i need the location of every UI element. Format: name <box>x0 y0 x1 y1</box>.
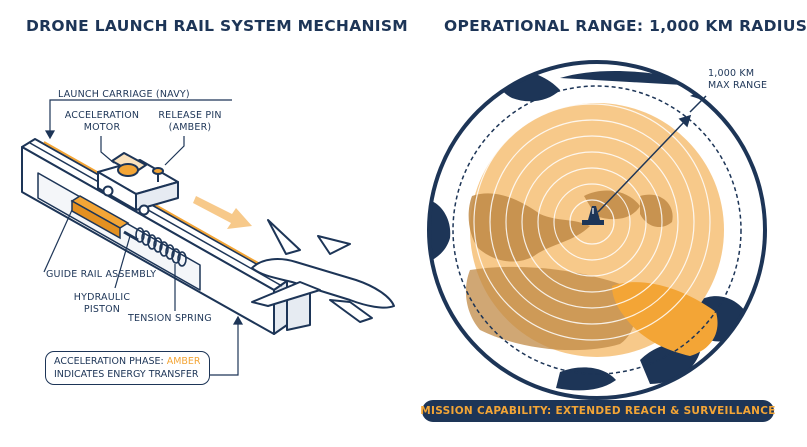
range-label-line1: 1,000 KM <box>708 68 755 79</box>
launch-carriage <box>97 152 179 216</box>
mission-capability-banner: MISSION CAPABILITY: EXTENDED REACH & SUR… <box>420 400 775 422</box>
leader-lines <box>43 99 244 376</box>
callout-highlight: AMBER <box>166 356 201 367</box>
tension-spring <box>135 227 187 267</box>
label-guide-rail: GUIDE RAIL ASSEMBLY <box>46 269 157 280</box>
label-hydraulic-piston: HYDRAULIC PISTON <box>62 292 142 316</box>
label-acceleration-motor-line2: MOTOR <box>83 122 121 133</box>
acceleration-motor <box>111 152 147 177</box>
globe-outline <box>427 60 767 400</box>
right-panel-title: OPERATIONAL RANGE: 1,000 KM RADIUS <box>444 17 807 35</box>
launch-site-icon <box>582 206 604 225</box>
acceleration-phase-callout: ACCELERATION PHASE: AMBER INDICATES ENER… <box>45 351 210 385</box>
label-tension-spring: TENSION SPRING <box>128 313 212 324</box>
hydraulic-piston <box>70 195 139 242</box>
range-rings <box>473 103 711 341</box>
label-launch-carriage: LAUNCH CARRIAGE (NAVY) <box>58 89 190 100</box>
left-panel-title: DRONE LAUNCH RAIL SYSTEM MECHANISM <box>26 17 409 35</box>
drone-icon <box>251 219 395 323</box>
label-acceleration-motor: ACCELERATION MOTOR <box>62 110 142 134</box>
max-range-boundary <box>452 85 742 375</box>
land-in-range <box>465 190 718 356</box>
label-release-pin-line2: (AMBER) <box>168 122 212 133</box>
callout-prefix: ACCELERATION PHASE: <box>54 356 167 367</box>
label-hydraulic-line1: HYDRAULIC <box>73 292 131 303</box>
label-hydraulic-line2: PISTON <box>83 304 121 315</box>
callout-line2: INDICATES ENERGY TRANSFER <box>54 369 199 380</box>
range-label-line2: MAX RANGE <box>708 80 768 91</box>
label-max-range: 1,000 KM MAX RANGE <box>708 68 767 92</box>
callout-line1: ACCELERATION PHASE: AMBER <box>54 355 209 368</box>
direction-arrow-icon <box>193 196 252 229</box>
label-release-pin-line1: RELEASE PIN <box>158 110 222 121</box>
release-pin <box>152 167 164 182</box>
label-release-pin: RELEASE PIN (AMBER) <box>150 110 230 134</box>
radius-arrow <box>597 95 707 213</box>
label-acceleration-motor-line1: ACCELERATION <box>64 110 140 121</box>
